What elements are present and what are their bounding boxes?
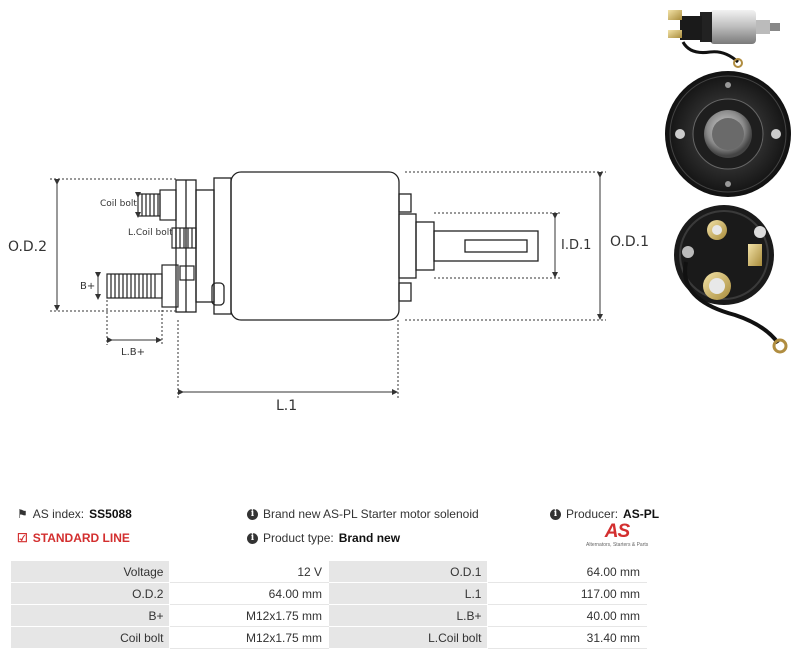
spec-value: 12 V xyxy=(169,560,330,583)
lcoil-bolt-label: L.Coil bolt xyxy=(128,228,173,238)
spec-value: 64.00 mm xyxy=(169,582,330,605)
dimension-lines xyxy=(50,171,606,398)
id1-label: I.D.1 xyxy=(561,238,591,253)
as-pl-logo: AS Alternators, Starters & Parts xyxy=(586,521,649,548)
info-icon: i xyxy=(550,508,561,520)
bplus-label: B+ xyxy=(80,281,95,292)
check-square-icon: ☑ xyxy=(17,531,28,545)
logo-tagline: Alternators, Starters & Parts xyxy=(586,542,649,548)
solenoid-front-photo xyxy=(665,71,791,197)
spec-value: M12x1.75 mm xyxy=(169,626,330,649)
spec-value: 31.40 mm xyxy=(487,626,647,649)
specs-table: Voltage 12 V O.D.1 64.00 mm O.D.2 64.00 … xyxy=(9,560,647,649)
product-type: i Product type: Brand new xyxy=(247,531,400,545)
od1-label: O.D.1 xyxy=(610,234,649,250)
spec-value: 117.00 mm xyxy=(487,582,647,605)
standard-line: ☑ STANDARD LINE xyxy=(17,531,130,545)
spec-key: B+ xyxy=(9,604,171,627)
product-type-value: Brand new xyxy=(338,531,401,545)
product-type-label: Product type: xyxy=(263,531,334,545)
spec-value: 40.00 mm xyxy=(487,604,647,627)
table-row: B+ M12x1.75 mm L.B+ 40.00 mm xyxy=(9,604,647,627)
spec-value: 64.00 mm xyxy=(487,560,647,583)
solenoid-technical-drawing: O.D.2 O.D.1 I.D.1 L.1 L.B+ B+ Coil bolt … xyxy=(8,10,791,414)
producer-label: Producer: xyxy=(566,507,619,521)
spec-key: L.Coil bolt xyxy=(328,626,489,649)
solenoid-side-photo xyxy=(668,10,780,68)
spec-key: O.D.2 xyxy=(9,582,171,605)
od2-label: O.D.2 xyxy=(8,239,47,255)
lbplus-label: L.B+ xyxy=(121,347,145,358)
as-index: ⚑ AS index: SS5088 xyxy=(17,507,132,521)
logo-mark: AS xyxy=(604,521,630,542)
spec-value: M12x1.75 mm xyxy=(169,604,330,627)
tag-icon: ⚑ xyxy=(17,507,28,521)
spec-key: L.1 xyxy=(328,582,489,605)
table-row: Coil bolt M12x1.75 mm L.Coil bolt 31.40 … xyxy=(9,626,647,649)
spec-key: O.D.1 xyxy=(328,560,489,583)
description: i Brand new AS-PL Starter motor solenoid xyxy=(247,507,479,521)
as-index-value: SS5088 xyxy=(89,507,132,521)
description-text: Brand new AS-PL Starter motor solenoid xyxy=(263,507,479,521)
bplus-bolt-thread xyxy=(106,264,195,308)
solenoid-outline xyxy=(175,171,539,321)
coil-bolt-thread xyxy=(137,189,197,249)
producer: i Producer: AS-PL xyxy=(550,507,659,521)
table-row: O.D.2 64.00 mm L.1 117.00 mm xyxy=(9,582,647,605)
coil-bolt-label: Coil bolt xyxy=(100,199,137,209)
as-index-label: AS index: xyxy=(32,507,85,521)
spec-key: L.B+ xyxy=(328,604,489,627)
info-icon: i xyxy=(247,532,258,544)
spec-key: Voltage xyxy=(9,560,171,583)
producer-value: AS-PL xyxy=(623,507,660,521)
info-icon: i xyxy=(247,508,258,520)
standard-line-label: STANDARD LINE xyxy=(32,531,130,545)
l1-label: L.1 xyxy=(276,398,297,414)
spec-key: Coil bolt xyxy=(9,626,171,649)
solenoid-rear-photo xyxy=(674,205,788,354)
table-row: Voltage 12 V O.D.1 64.00 mm xyxy=(9,560,647,583)
